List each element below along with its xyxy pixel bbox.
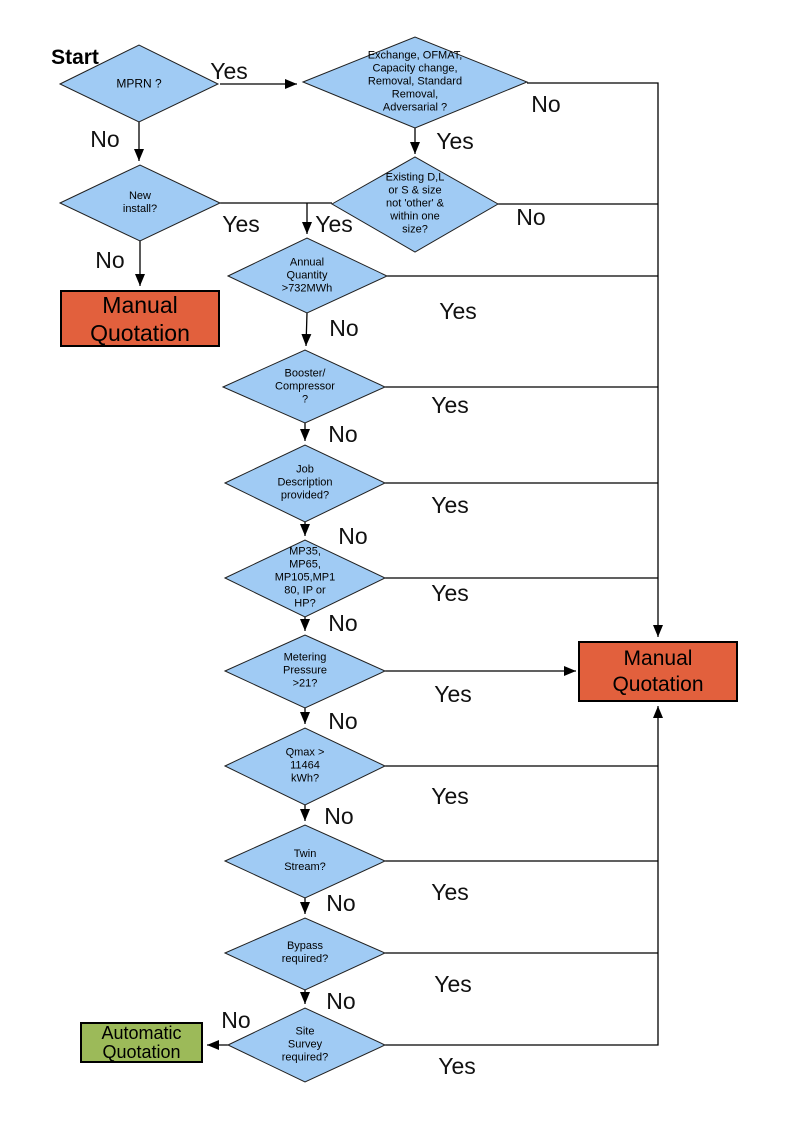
terminal-manual-quotation-left-label: Manual Quotation [90,291,190,346]
edge-exchange-no-trunk-top [527,82,663,637]
decision-bypass-shape [223,917,387,991]
edge-annual-no [301,312,312,347]
decision-booster-shape [221,349,387,424]
terminal-automatic-quotation: Automatic Quotation [80,1022,203,1063]
decision-new-install-shape [58,164,222,242]
terminal-manual-quotation-left: Manual Quotation [60,290,220,347]
decision-site-survey-shape [226,1007,387,1083]
decision-job-description-shape [223,444,387,523]
terminal-manual-quotation-right-label: Manual Quotation [612,646,704,696]
decision-existing-shape [330,156,500,253]
decision-twin-stream-shape [223,824,387,899]
terminal-manual-quotation-right: Manual Quotation [578,641,738,702]
decision-mp-tier-shape [223,539,387,618]
edge-site-yes-trunk-bottom [385,706,663,1046]
decision-exchange-shape [301,36,529,129]
decision-metering-pressure-shape [223,634,387,709]
decision-mprn-shape [58,44,220,123]
terminal-automatic-quotation-label: Automatic Quotation [101,1022,182,1062]
decision-qmax-shape [223,727,387,806]
decision-annual-quantity-shape [226,237,389,314]
